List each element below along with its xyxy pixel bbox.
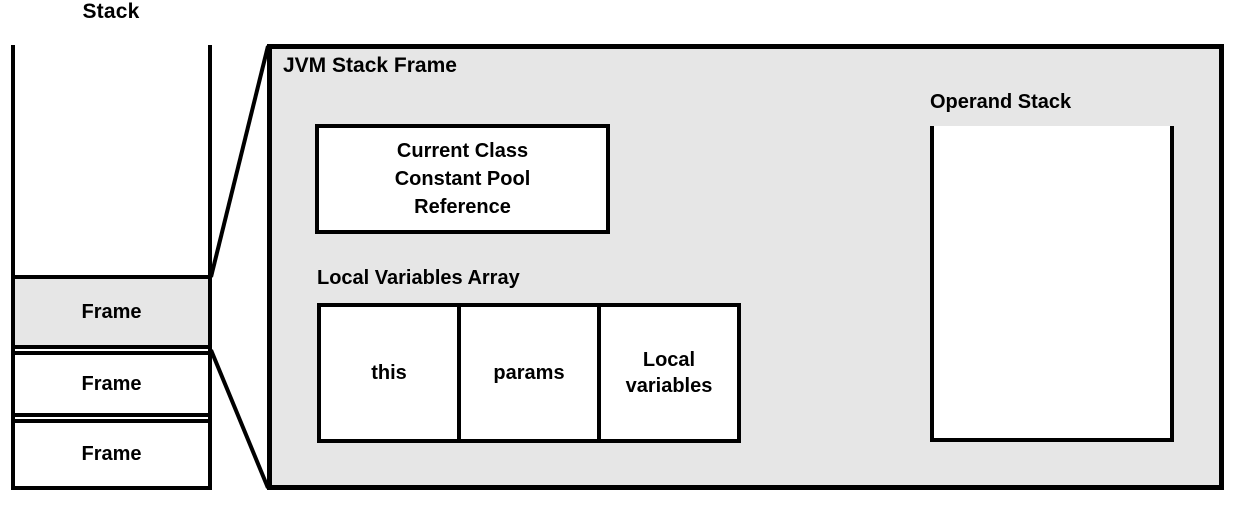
stack-frame-current: Frame [11, 275, 212, 349]
stack-frame-label: Frame [81, 443, 142, 465]
lva-cell-params: params [461, 307, 601, 439]
constant-pool-line: Reference [414, 196, 511, 218]
operand-stack-box [930, 126, 1174, 442]
lva-cell-local-variables: Local variables [601, 307, 737, 439]
lva-cell-this: this [321, 307, 461, 439]
lva-cell-label: params [493, 362, 565, 384]
constant-pool-line: Current Class [396, 140, 529, 162]
local-variables-array-box: this params Local variables [317, 303, 741, 443]
constant-pool-line: Constant Pool [394, 168, 531, 190]
jvm-stack-frame-panel: JVM Stack Frame Current Class Constant P… [267, 44, 1224, 490]
lva-cell-label: this [371, 362, 407, 384]
stack-title: Stack [82, 0, 140, 23]
lva-cell-label: Local variables [625, 349, 713, 397]
connector-line-bottom [209, 349, 270, 489]
local-variables-array-label: Local Variables Array [317, 267, 520, 289]
operand-stack-label: Operand Stack [930, 91, 1072, 113]
stack-frame-label: Frame [81, 300, 142, 323]
stack-frame: Frame [11, 419, 212, 490]
jvm-stack-frame-title: JVM Stack Frame [283, 54, 457, 77]
constant-pool-reference-box: Current Class Constant Pool Reference [315, 124, 610, 234]
connector-line-top [209, 45, 270, 278]
stack-frame-label: Frame [81, 372, 142, 395]
stack-frame: Frame [11, 351, 212, 417]
